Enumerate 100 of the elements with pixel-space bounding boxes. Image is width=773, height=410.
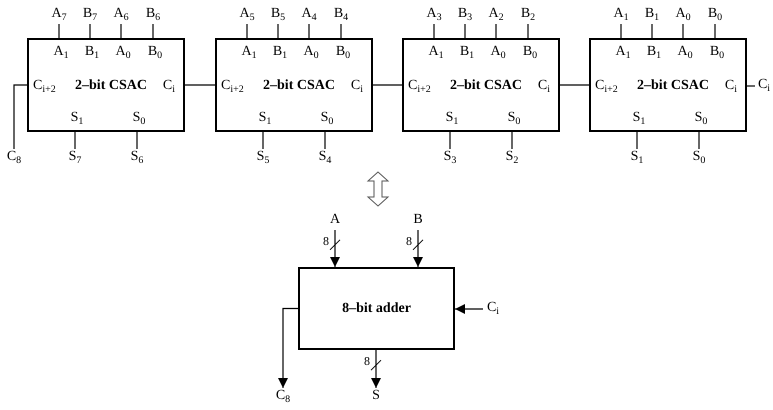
connector-line <box>373 84 402 86</box>
csac-block <box>589 38 747 132</box>
pin-label: B$_{1}$ <box>646 44 662 60</box>
block-title: 8–bit adder <box>342 300 411 316</box>
connector-line <box>747 85 755 87</box>
connector-line <box>714 24 716 38</box>
csac-block <box>27 38 185 132</box>
input-signal-label: B$_{3}$ <box>453 6 477 24</box>
connector-line <box>449 132 451 149</box>
carry-signal-label: C$_{i}$ <box>483 300 503 318</box>
connector-line <box>560 84 589 86</box>
input-signal-label: A$_{6}$ <box>109 6 133 24</box>
output-signal-label: S$_{6}$ <box>125 149 149 167</box>
arrow <box>413 230 423 267</box>
input-signal-label: B$_{4}$ <box>329 6 353 24</box>
arrow <box>330 230 340 267</box>
connector-line <box>698 132 700 149</box>
connector-line <box>246 24 248 38</box>
connector-line <box>58 24 60 38</box>
block-title: 2–bit CSAC <box>263 78 335 94</box>
input-signal-label: A$_{2}$ <box>484 6 508 24</box>
pin-label: B$_{1}$ <box>460 44 474 60</box>
connector-line <box>74 132 76 149</box>
csac-block <box>402 38 560 132</box>
connector-line <box>682 24 684 38</box>
connector-line <box>511 132 513 149</box>
output-signal-label: S$_{1}$ <box>625 149 649 167</box>
pin-label: S$_{0}$ <box>320 110 334 126</box>
pin-label: B$_{1}$ <box>84 44 100 60</box>
input-signal-label: A$_{5}$ <box>235 6 259 24</box>
pin-label: S$_{1}$ <box>258 110 272 126</box>
input-signal-label: A$_{4}$ <box>297 6 321 24</box>
connector-line <box>152 24 154 38</box>
pin-label: A$_{0}$ <box>490 44 506 60</box>
connector-line <box>308 24 310 38</box>
pin-label: C$_{i}$ <box>724 78 737 94</box>
carry-signal-label: C$_{8}$ <box>271 388 295 406</box>
input-signal-label: B$_{5}$ <box>266 6 290 24</box>
pin-label: C$_{i+2}$ <box>33 78 56 94</box>
output-signal-label: S$_{3}$ <box>438 149 462 167</box>
input-signal-label: B$_{2}$ <box>516 6 540 24</box>
connector-line <box>13 84 27 149</box>
edge-label: 8 <box>363 355 371 368</box>
pin-label: B$_{0}$ <box>710 44 724 60</box>
output-signal-label: S$_{5}$ <box>251 149 275 167</box>
connector-line <box>262 132 264 149</box>
pin-label: C$_{i+2}$ <box>408 78 431 94</box>
connector-line <box>277 24 279 38</box>
output-signal-label: S$_{7}$ <box>63 149 87 167</box>
block-title: 2–bit CSAC <box>450 78 522 94</box>
input-bus-label: A <box>323 212 347 230</box>
pin-label: A$_{1}$ <box>428 44 444 60</box>
csac-block <box>215 38 373 132</box>
adder-block <box>298 267 455 350</box>
pin-label: C$_{i}$ <box>538 78 550 94</box>
pin-label: A$_{1}$ <box>241 44 257 60</box>
connector-line <box>620 24 622 38</box>
pin-label: A$_{1}$ <box>615 44 631 60</box>
input-signal-label: A$_{0}$ <box>671 6 695 24</box>
input-signal-label: A$_{7}$ <box>47 6 71 24</box>
pin-label: B$_{0}$ <box>148 44 162 60</box>
pin-label: A$_{0}$ <box>115 44 131 60</box>
connector-line <box>185 84 215 86</box>
output-signal-label: S$_{4}$ <box>313 149 337 167</box>
pin-label: A$_{0}$ <box>303 44 319 60</box>
pin-label: S$_{1}$ <box>632 110 646 126</box>
pin-label: A$_{1}$ <box>53 44 69 60</box>
connector-line <box>464 24 466 38</box>
connector-line <box>527 24 529 38</box>
pin-label: S$_{0}$ <box>132 110 146 126</box>
input-bus-label: B <box>406 212 430 230</box>
connector-line <box>136 132 138 149</box>
connector-line <box>324 132 326 149</box>
input-signal-label: A$_{1}$ <box>609 6 633 24</box>
pin-label: A$_{0}$ <box>677 44 693 60</box>
connector-line <box>340 24 342 38</box>
pin-label: C$_{i+2}$ <box>595 78 618 94</box>
connector-line <box>433 24 435 38</box>
pin-label: C$_{i}$ <box>162 78 175 94</box>
output-signal-label: S$_{2}$ <box>500 149 524 167</box>
arrow <box>455 304 483 314</box>
pin-label: S$_{1}$ <box>70 110 84 126</box>
pin-label: S$_{1}$ <box>446 110 458 126</box>
output-bus-label: S <box>364 388 388 406</box>
connector-line <box>495 24 497 38</box>
carry-signal-label: C$_{i}$ <box>755 77 773 95</box>
pin-label: C$_{i+2}$ <box>221 78 244 94</box>
pin-label: S$_{0}$ <box>694 110 708 126</box>
block-title: 2–bit CSAC <box>75 78 147 94</box>
input-signal-label: A$_{3}$ <box>422 6 446 24</box>
connector-line <box>636 132 638 149</box>
connector-line <box>651 24 653 38</box>
edge-label: 8 <box>322 234 330 247</box>
block-title: 2–bit CSAC <box>637 78 709 94</box>
connector-line <box>89 24 91 38</box>
pin-label: C$_{i}$ <box>350 78 363 94</box>
connector-line <box>120 24 122 38</box>
pin-label: S$_{0}$ <box>508 110 520 126</box>
input-signal-label: B$_{0}$ <box>703 6 727 24</box>
pin-label: B$_{1}$ <box>272 44 288 60</box>
